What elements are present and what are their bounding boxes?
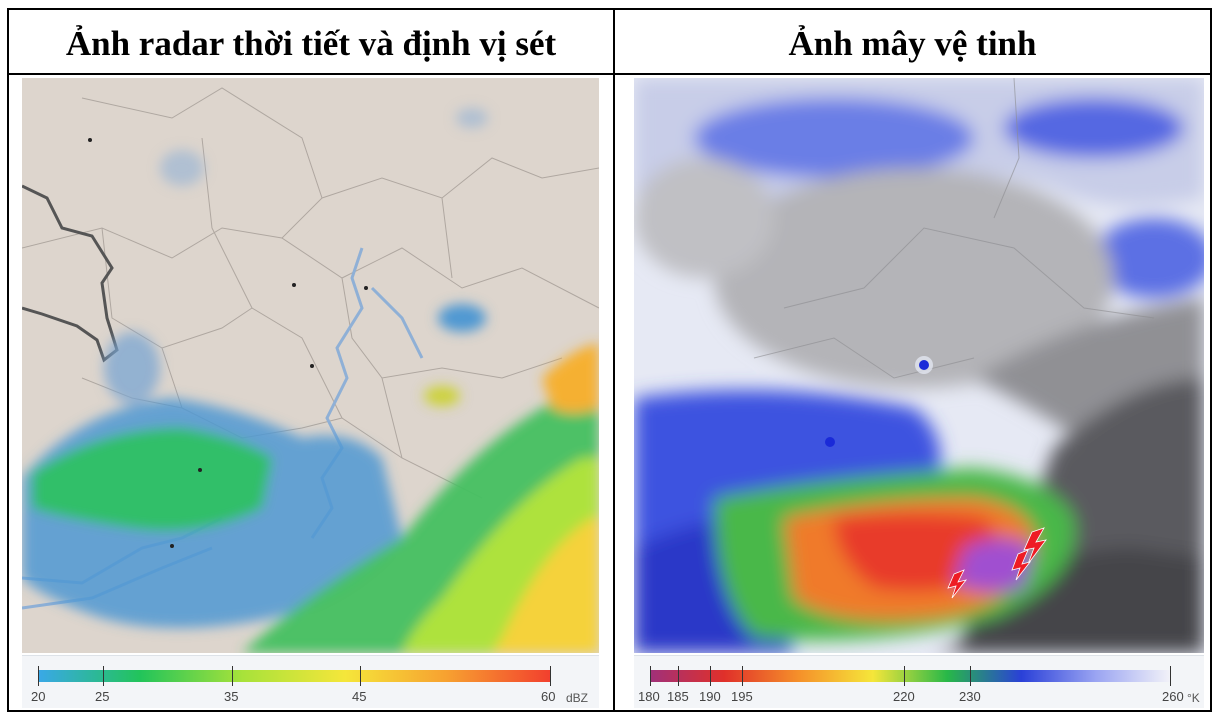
radar-tick-60 <box>550 666 551 686</box>
radar-color-scale <box>38 670 550 682</box>
satellite-tick-label: 185 <box>667 689 689 704</box>
radar-tick-label: 20 <box>31 689 46 704</box>
satellite-tick-label: 260 <box>1162 689 1184 704</box>
satellite-image <box>634 78 1204 653</box>
satellite-tick-185 <box>678 666 679 686</box>
satellite-tick-label: 220 <box>893 689 915 704</box>
radar-tick-label: 35 <box>224 689 239 704</box>
satellite-tick-190 <box>710 666 711 686</box>
satellite-tick-230 <box>970 666 971 686</box>
satellite-legend: 180 185 190 195 220 230 260 °K <box>634 655 1204 708</box>
satellite-title: Ảnh mây vệ tinh <box>788 24 1037 63</box>
satellite-tick-label: 230 <box>959 689 981 704</box>
radar-title: Ảnh radar thời tiết và định vị sét <box>65 24 557 63</box>
satellite-tick-label: 195 <box>731 689 753 704</box>
satellite-tick-180 <box>650 666 651 686</box>
column-divider <box>613 8 615 712</box>
radar-tick-35 <box>232 666 233 686</box>
radar-image <box>22 78 599 653</box>
radar-tick-label: 45 <box>352 689 367 704</box>
radar-tick-25 <box>103 666 104 686</box>
satellite-tick-label: 180 <box>638 689 660 704</box>
header-divider <box>7 73 1212 75</box>
radar-tick-label: 25 <box>95 689 110 704</box>
satellite-tick-label: 190 <box>699 689 721 704</box>
figure-table <box>7 8 1212 712</box>
satellite-color-scale <box>650 670 1170 682</box>
satellite-tick-195 <box>742 666 743 686</box>
satellite-tick-220 <box>904 666 905 686</box>
radar-tick-45 <box>360 666 361 686</box>
radar-unit: dBZ <box>566 691 589 705</box>
satellite-unit: °K <box>1187 691 1200 705</box>
radar-legend: 20 25 35 45 60 dBZ <box>22 655 599 708</box>
radar-tick-20 <box>38 666 39 686</box>
radar-tick-label: 60 <box>541 689 556 704</box>
satellite-tick-260 <box>1170 666 1171 686</box>
